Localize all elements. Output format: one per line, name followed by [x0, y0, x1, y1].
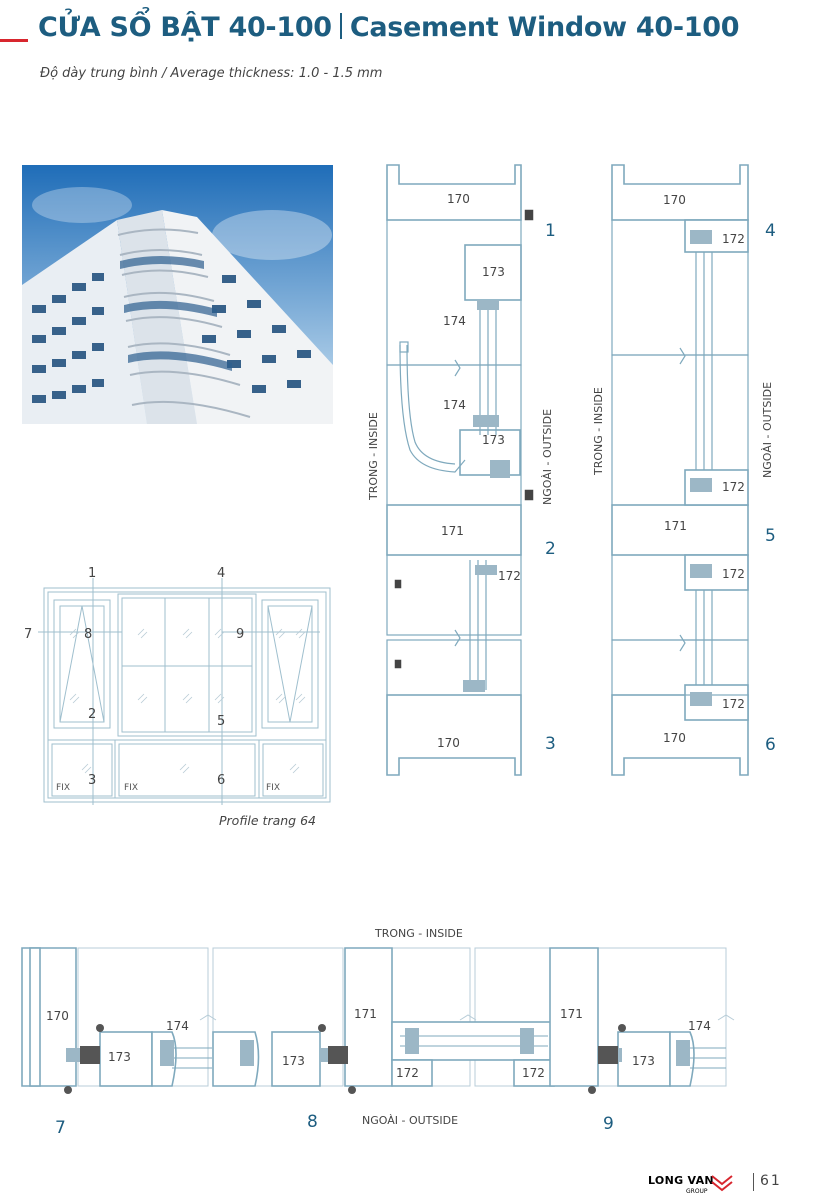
window-elevation-drawing: 1 4 7 8 9 2 5 3 6 FIX FIX FIX	[24, 566, 331, 805]
fix-label: FIX	[266, 783, 280, 793]
elev-num-3: 3	[88, 773, 96, 788]
outside-label: NGOÀI - OUTSIDE	[541, 409, 554, 505]
section-callout-2: 2	[545, 539, 556, 559]
profile-label: 172	[522, 1066, 545, 1080]
profile-label: 170	[663, 731, 686, 745]
outside-label: NGOÀI - OUTSIDE	[362, 1114, 458, 1127]
profile-label: 173	[482, 433, 505, 447]
elev-num-4: 4	[217, 566, 225, 581]
section-callout-9: 9	[603, 1114, 614, 1134]
logo-subtext: GROUP	[686, 1188, 708, 1195]
elev-num-1: 1	[88, 566, 96, 581]
profile-label: 170	[447, 192, 470, 206]
profile-label: 171	[354, 1007, 377, 1021]
section-callout-7: 7	[55, 1118, 66, 1138]
horizontal-section: 170 174 173 173 171 172 172 171 174 173 …	[21, 927, 735, 1138]
title-english: Casement Window 40-100	[349, 12, 740, 43]
profile-label: 174	[688, 1019, 711, 1033]
thickness-subtitle: Độ dày trung bình / Average thickness: 1…	[40, 66, 383, 81]
profile-label: 172	[498, 569, 521, 583]
profile-label: 172	[722, 697, 745, 711]
elev-num-8: 8	[84, 627, 92, 642]
building-photo	[22, 165, 333, 424]
vertical-section-left: 170 173 174 174 173 171 172 170 TRONG - …	[367, 164, 556, 776]
profile-label: 170	[663, 193, 686, 207]
profile-label: 174	[443, 398, 466, 412]
profile-label: 171	[664, 519, 687, 533]
title-separator	[339, 13, 342, 39]
section-callout-1: 1	[545, 221, 556, 241]
profile-label: 170	[46, 1009, 69, 1023]
section-callout-4: 4	[765, 221, 776, 241]
profile-label: 173	[108, 1050, 131, 1064]
elev-num-9: 9	[236, 627, 244, 642]
inside-label: TRONG - INSIDE	[367, 412, 380, 501]
profile-label: 173	[282, 1054, 305, 1068]
profile-label: 172	[722, 232, 745, 246]
section-callout-3: 3	[545, 734, 556, 754]
profile-label: 170	[437, 736, 460, 750]
section-callout-6: 6	[765, 735, 776, 755]
logo-text: LONG VAN	[648, 1174, 714, 1187]
profile-label: 173	[482, 265, 505, 279]
vertical-section-right: 170 172 172 171 172 172 170 TRONG - INSI…	[592, 164, 776, 776]
profile-caption: Profile trang 64	[219, 813, 316, 828]
page-title: CỬA SỔ BẬT 40-100 Casement Window 40-100	[38, 12, 740, 52]
header-accent-bar	[0, 39, 28, 42]
page-number: 61	[760, 1173, 782, 1189]
fix-label: FIX	[124, 783, 138, 793]
elev-num-6: 6	[217, 773, 225, 788]
profile-label: 172	[722, 480, 745, 494]
elev-num-7: 7	[24, 627, 32, 642]
page-number-separator	[753, 1173, 754, 1191]
section-callout-5: 5	[765, 526, 776, 546]
profile-label: 174	[443, 314, 466, 328]
profile-label: 171	[441, 524, 464, 538]
profile-label: 172	[722, 567, 745, 581]
profile-label: 173	[632, 1054, 655, 1068]
section-callout-8: 8	[307, 1112, 318, 1132]
profile-label: 174	[166, 1019, 189, 1033]
inside-label: TRONG - INSIDE	[374, 927, 463, 940]
elev-num-2: 2	[88, 707, 96, 722]
title-vietnamese: CỬA SỔ BẬT 40-100	[38, 12, 332, 43]
outside-label: NGOÀI - OUTSIDE	[761, 382, 774, 478]
profile-label: 171	[560, 1007, 583, 1021]
inside-label: TRONG - INSIDE	[592, 387, 605, 476]
brand-logo: LONG VAN GROUP	[648, 1172, 738, 1200]
fix-label: FIX	[56, 783, 70, 793]
elev-num-5: 5	[217, 714, 225, 729]
profile-label: 172	[396, 1066, 419, 1080]
